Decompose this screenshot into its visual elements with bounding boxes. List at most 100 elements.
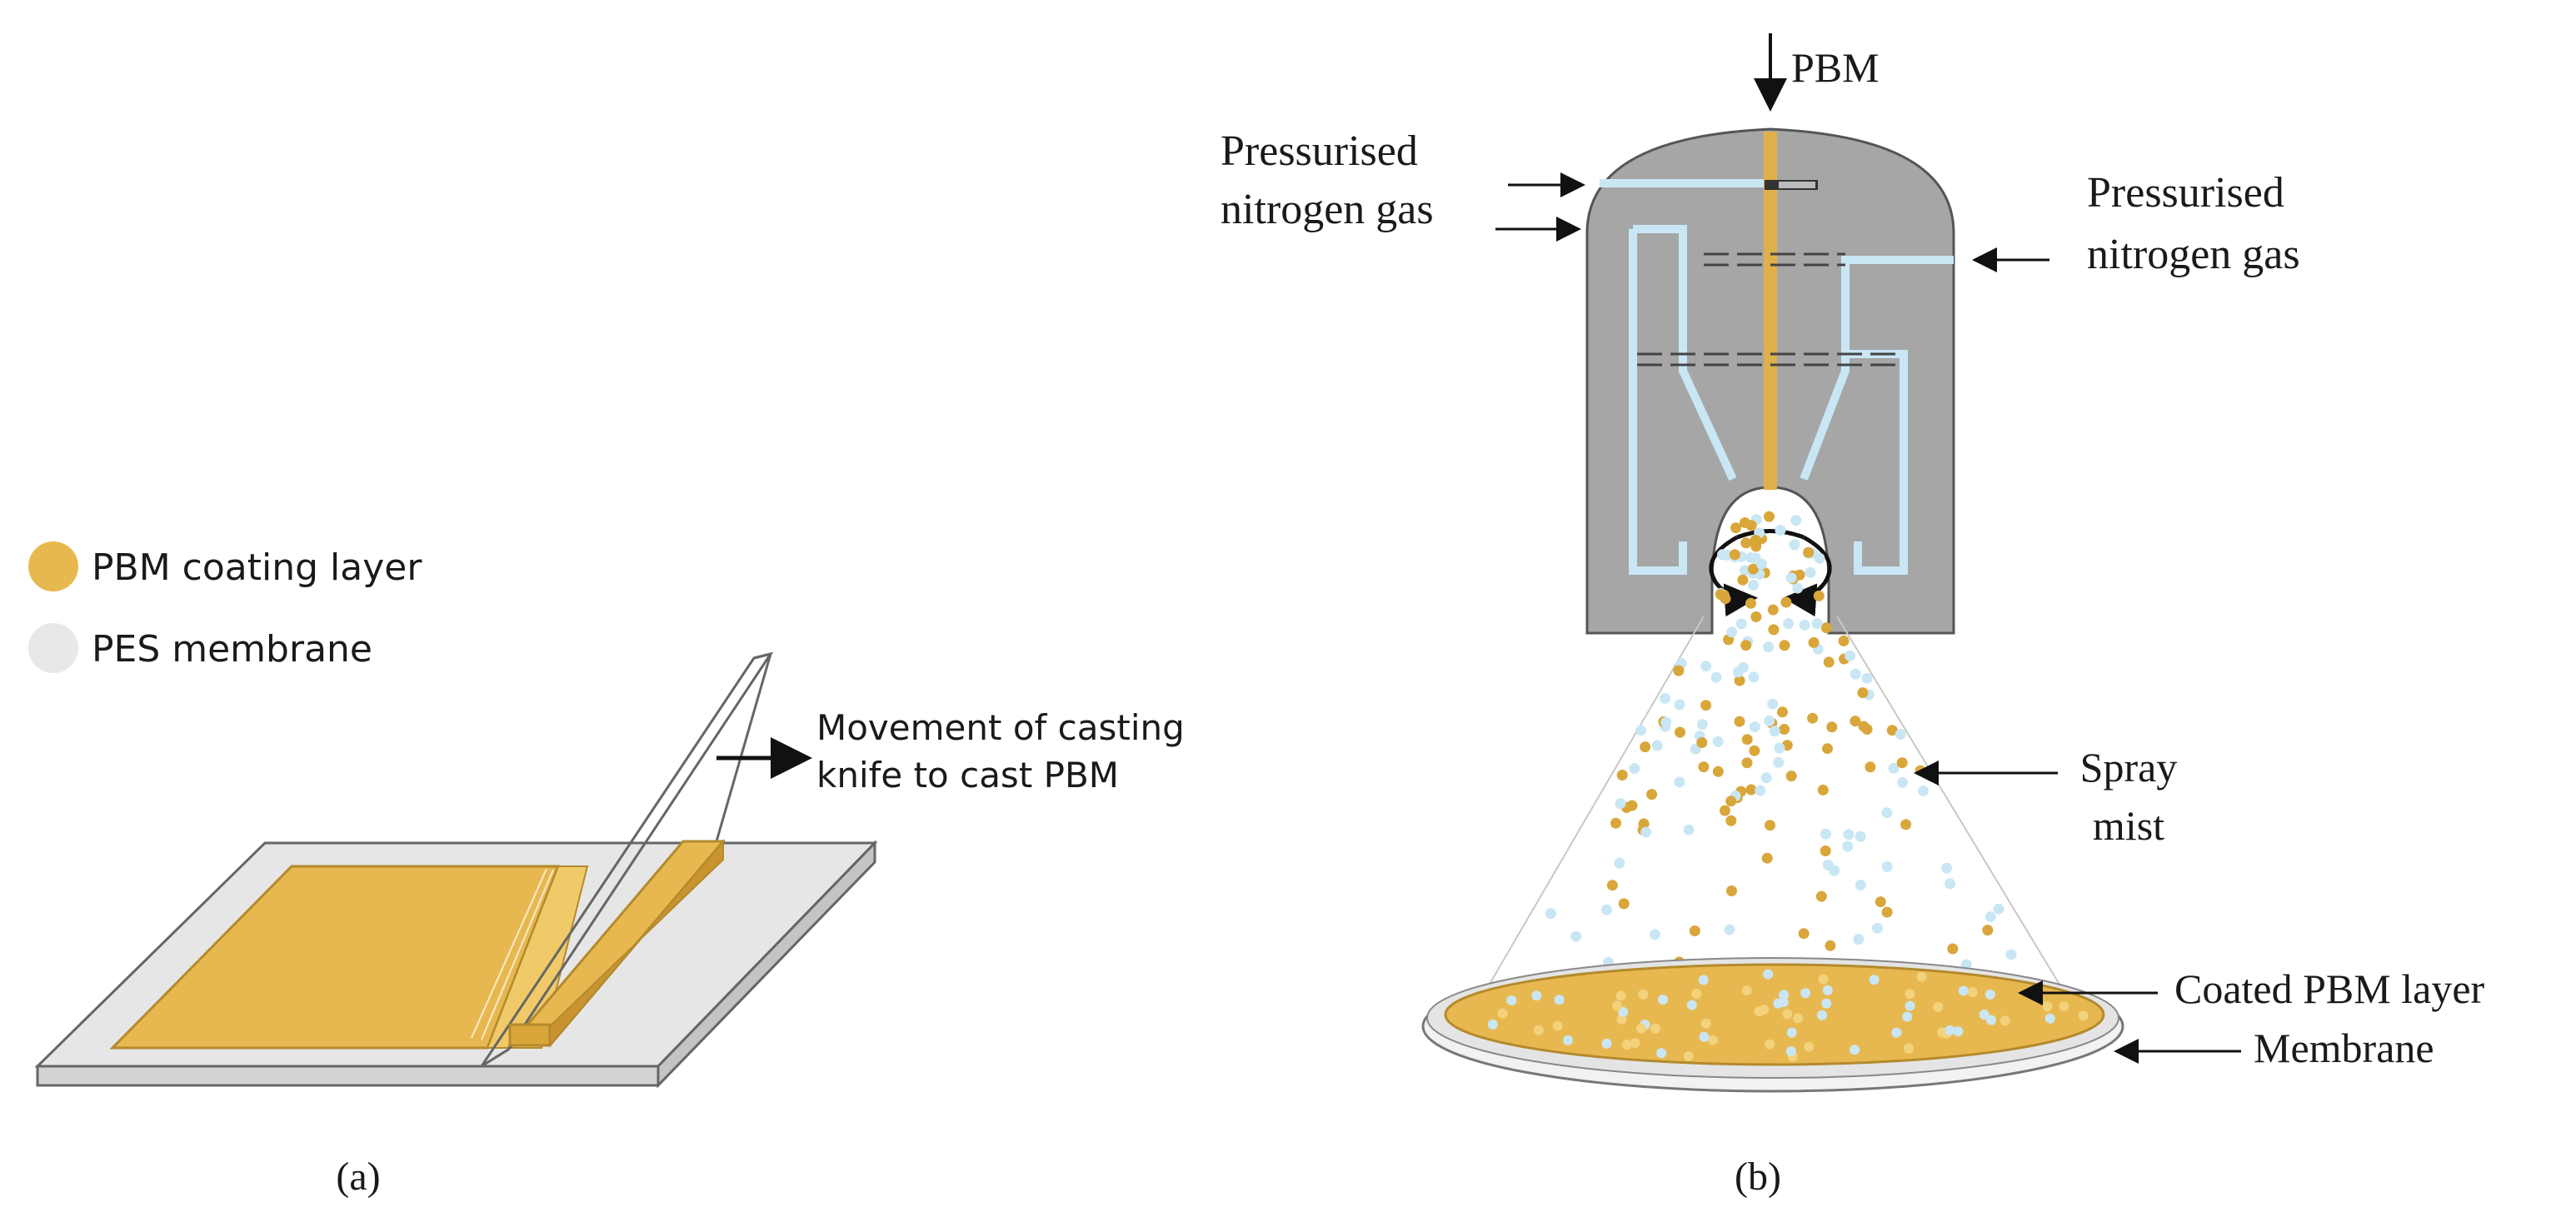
pbm-input-label: PBM [1791,44,1880,91]
spray-droplet [1761,852,1773,864]
panel-b: PBM [1221,33,2485,1199]
spray-droplet [1683,824,1695,835]
spray-droplet [1600,904,1612,915]
spray-droplet [1660,716,1672,728]
membrane-label: Membrane [2254,1025,2434,1071]
layer-dot [1804,1041,1815,1052]
spray-droplet [1650,929,1660,940]
layer-dot [1700,1018,1711,1029]
layer-dot [1601,1038,1612,1049]
layer-dot [1638,989,1649,1000]
spray-droplet [1545,908,1556,920]
swirl-arrows [1709,529,1832,617]
layer-dot [1937,1027,1948,1038]
spray-droplet [1947,943,1959,955]
spray-label-line2: mist [2093,802,2164,849]
spray-droplet [1881,906,1893,918]
spray-droplet [1767,698,1779,710]
gas-left-label-line2: nitrogen gas [1221,186,1434,233]
spray-droplet [1732,666,1744,678]
spray-droplet [1785,771,1797,782]
spray-droplet [2005,949,2017,960]
layer-dot [1782,1009,1793,1020]
spray-droplet [1768,624,1780,636]
layer-dot [1686,1000,1697,1010]
layer-dot [1984,989,1995,1000]
panel-a: PBM coating layer PES membrane [28,541,1185,1199]
spray-droplet [1774,742,1785,754]
spray-label-line1: Spray [2080,744,2178,791]
layer-dot [1800,988,1811,999]
spray-droplet [1741,734,1753,746]
layer-dot [1759,1005,1770,1015]
spray-droplet [1857,687,1869,699]
spray-droplet [1783,618,1795,630]
spray-droplet [1734,716,1745,727]
spray-droplet [1745,784,1757,796]
spray-droplet [1749,721,1760,732]
pbm-channel [1764,132,1777,490]
spray-droplet [1606,880,1618,891]
layer-dot [1497,1008,1508,1019]
layer-dot [1699,1031,1710,1042]
layer-dot [1904,1043,1915,1054]
movement-label-line1: Movement of casting [816,707,1185,748]
spray-droplet [1825,940,1836,951]
spray-droplet [1807,712,1819,724]
spray-droplet [1710,671,1722,683]
spray-droplet [1767,604,1779,616]
spray-droplet [1918,785,1929,796]
layer-dot [1630,1038,1640,1049]
coated-pbm-layer [1444,963,2105,1066]
spray-droplet [1734,675,1745,686]
spray-droplet [1944,878,1956,890]
spray-droplet [1750,535,1761,546]
layer-dot [1905,1000,1915,1011]
layer-dot [1698,975,1709,985]
spray-droplet [1674,699,1685,711]
spray-droplet [1850,716,1861,727]
spray-droplet [1850,668,1861,680]
spray-droplet [1640,741,1651,753]
spray-droplet [1629,763,1640,775]
spray-droplet [1729,549,1740,561]
layer-dot [1531,990,1542,1001]
spray-droplet [1750,611,1762,622]
spray-droplet [1820,845,1831,856]
spray-droplet [1640,826,1652,838]
spray-droplet [1838,635,1850,646]
spray-droplet [1618,898,1630,910]
layer-dot [1818,974,1829,985]
spray-droplet [1820,622,1832,634]
spray-droplet [1984,911,1996,923]
legend-label-pbm: PBM coating layer [92,546,422,589]
layer-dot [1554,995,1565,1005]
layer-dot [1979,1010,1989,1020]
spray-droplet [1700,661,1712,672]
spray-droplet [1755,785,1766,796]
layer-dot [1869,975,1880,985]
layer-dot [1822,985,1833,995]
spray-droplet [1779,640,1790,651]
spray-droplet [1789,539,1800,551]
spray-droplet [1798,928,1810,940]
spray-droplet [1712,766,1724,777]
spray-droplet [1614,857,1625,869]
layer-dot [1691,988,1702,999]
spray-droplet [1785,572,1797,584]
gas-right-label-line1: Pressurised [2087,169,2284,217]
spray-droplet [1730,522,1741,534]
spray-droplet [1875,896,1886,908]
spray-droplet [1811,618,1823,630]
spray-droplet [1646,789,1658,801]
spray-droplet [1720,805,1730,816]
layer-dot [1683,1050,1694,1061]
spray-droplet [1820,828,1831,840]
spray-droplet [1739,565,1750,576]
layer-dot [1944,1025,1955,1035]
movement-label-line2: knife to cast PBM [816,755,1119,796]
layer-dot [1967,987,1978,997]
spray-droplet [1610,817,1621,829]
layer-dot [1763,969,1774,980]
